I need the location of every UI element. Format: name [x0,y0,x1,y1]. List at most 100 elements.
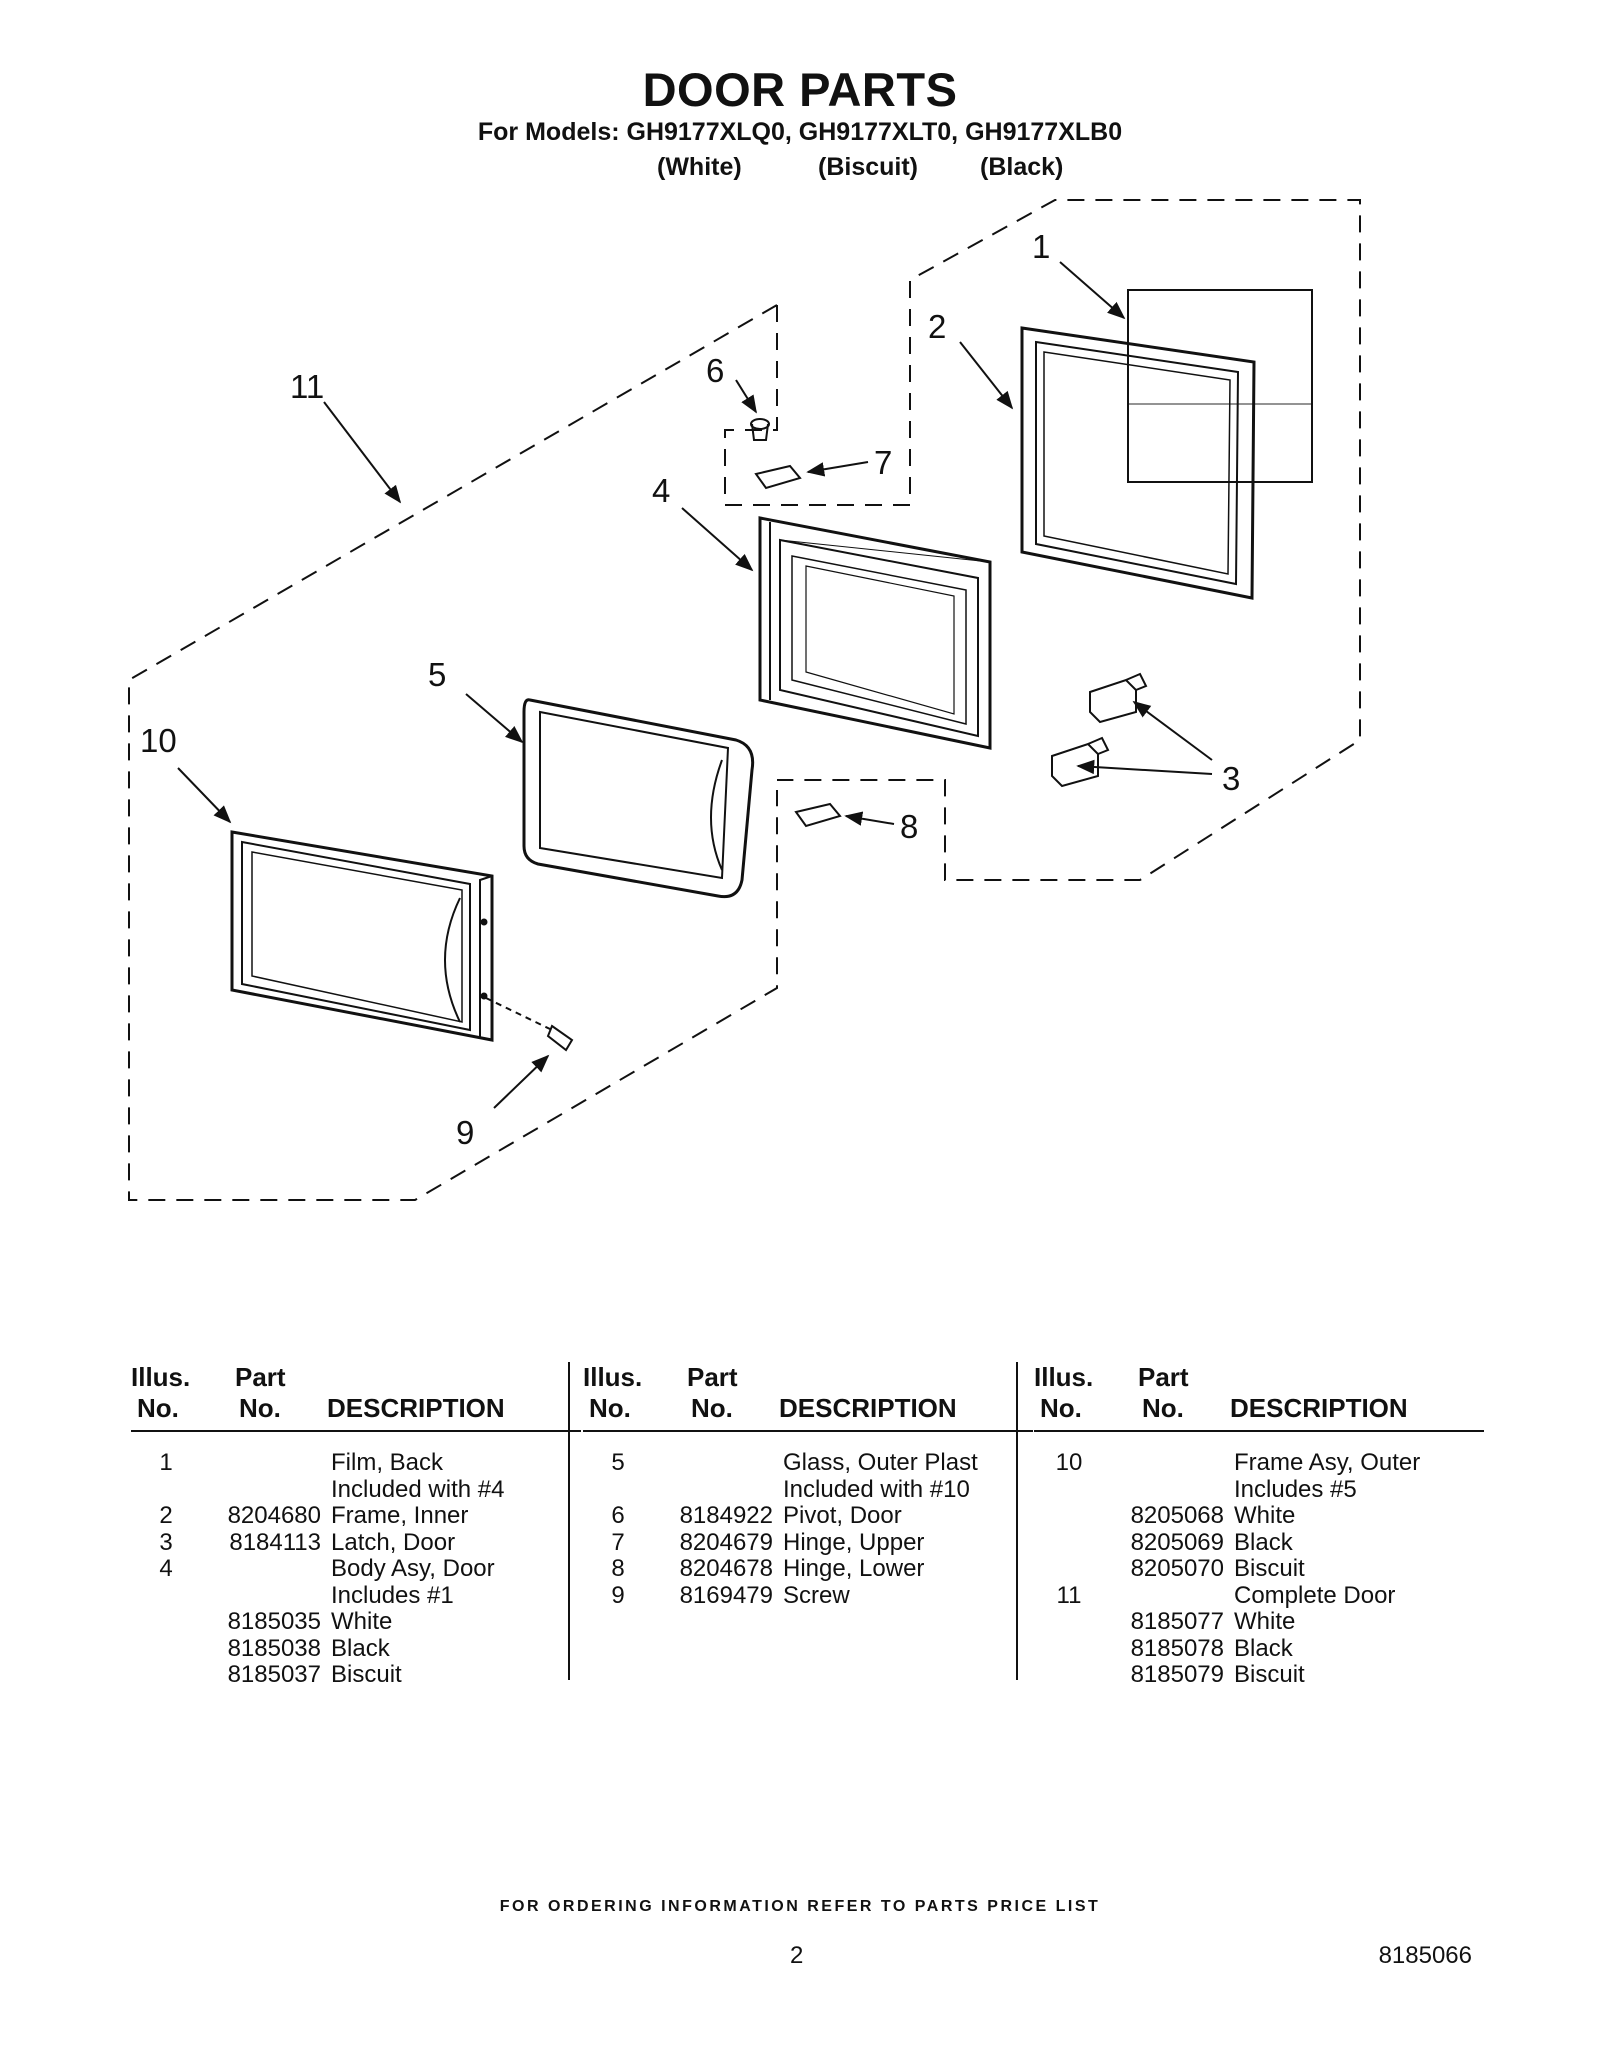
color-label-biscuit: (Biscuit) [818,153,918,181]
table-row: Included with #4 [131,1476,581,1504]
part-description: White [1234,1608,1296,1635]
table-row: 8185037 Biscuit [131,1661,581,1689]
part-1-film-back [1127,289,1313,483]
color-label-black: (Black) [980,153,1064,181]
header-description: DESCRIPTION [779,1393,957,1423]
part-description: Hinge, Lower [783,1555,925,1582]
ordering-note: FOR ORDERING INFORMATION REFER TO PARTS … [499,1898,1101,1915]
table-row: 8185077 White [1034,1608,1484,1636]
illus-number: 4 [159,1555,173,1582]
part-description: Black [1234,1634,1293,1662]
part-description: Screw [783,1581,850,1609]
table-row: 8 8204678 Hinge, Lower [583,1555,1033,1583]
callout-6: 6 [706,352,724,389]
header-illus: Illus. [131,1362,191,1392]
table-row: Included with #10 [583,1476,1033,1504]
part-6-pivot-door [750,418,770,441]
illus-number: 5 [611,1449,625,1476]
part-number: 8205069 [1130,1528,1224,1556]
callout-4: 4 [652,472,670,509]
illus-number: 10 [1055,1449,1083,1476]
header-part-no: No. [239,1393,281,1423]
column-divider [568,1362,570,1680]
header-part: Part [1138,1362,1189,1392]
illus-number: 9 [611,1581,625,1609]
table-row: 1 Film, Back [131,1449,581,1477]
part-4-body-asy-door [758,516,992,750]
callout-10: 10 [140,722,177,759]
part-number: 8169479 [679,1581,773,1609]
callout-3: 3 [1222,760,1240,797]
illus-number: 3 [159,1528,173,1556]
part-number: 8204678 [679,1555,773,1582]
part-number: 8185037 [227,1661,321,1688]
part-number: 8205068 [1130,1502,1224,1529]
part-7-hinge-upper [754,464,802,490]
part-number: 8185038 [227,1634,321,1662]
part-number: 8185079 [1130,1661,1224,1688]
part-number: 8185078 [1130,1634,1224,1662]
part-description: Film, Back [331,1449,444,1476]
table-row: 8185035 White [131,1608,581,1636]
part-2-frame-inner [1020,326,1256,600]
part-description: Black [1234,1528,1293,1556]
table-header: Illus. No. Part No. DESCRIPTION [131,1362,581,1432]
illus-number: 1 [159,1449,173,1476]
part-number: 8185077 [1130,1608,1224,1635]
header-part: Part [235,1362,286,1392]
part-number: 8204680 [227,1502,321,1529]
callout-1: 1 [1032,228,1050,265]
header-description: DESCRIPTION [1230,1393,1408,1423]
part-description: Biscuit [1234,1555,1305,1582]
illus-number: 6 [611,1502,625,1529]
table-row: 9 8169479 Screw [583,1581,1033,1610]
part-description: Hinge, Upper [783,1528,925,1556]
model-list: For Models: GH9177XLQ0, GH9177XLT0, GH91… [477,118,1123,146]
table-row: 10 Frame Asy, Outer [1034,1449,1484,1477]
part-description: Includes #5 [1234,1475,1357,1503]
callout-9: 9 [456,1114,474,1151]
part-number: 8184922 [679,1502,773,1529]
page-title: DOOR PARTS [642,63,958,116]
part-description: Includes #1 [331,1581,454,1609]
header-illus: Illus. [1034,1362,1094,1392]
part-description: White [331,1608,393,1635]
header-description: DESCRIPTION [327,1393,505,1423]
part-description: Complete Door [1234,1581,1396,1609]
part-9-screw [485,997,574,1052]
header-illus-no: No. [1040,1393,1082,1423]
illus-number: 8 [611,1555,625,1582]
part-number: 8184113 [229,1528,321,1556]
callout-8: 8 [900,808,918,845]
part-description: Frame Asy, Outer [1234,1449,1421,1476]
header-illus-no: No. [589,1393,631,1423]
table-row: 2 8204680 Frame, Inner [131,1502,581,1530]
table-row: 8205069 Black [1034,1528,1484,1557]
header-illus-no: No. [137,1393,179,1423]
header-part: Part [687,1362,738,1392]
header-illus: Illus. [583,1362,643,1392]
part-description: Frame, Inner [331,1502,469,1529]
part-number: 8185035 [227,1608,321,1635]
part-number: 8204679 [679,1528,773,1556]
table-header: Illus. No. Part No. DESCRIPTION [583,1362,1033,1432]
header-part-no: No. [1142,1393,1184,1423]
illus-number: 2 [159,1502,173,1529]
exploded-parts-diagram: 1 2 3 4 5 6 7 8 9 10 11 [128,199,1361,1201]
header-part-no: No. [691,1393,733,1423]
callout-2: 2 [928,308,946,345]
part-description: Biscuit [331,1661,402,1688]
